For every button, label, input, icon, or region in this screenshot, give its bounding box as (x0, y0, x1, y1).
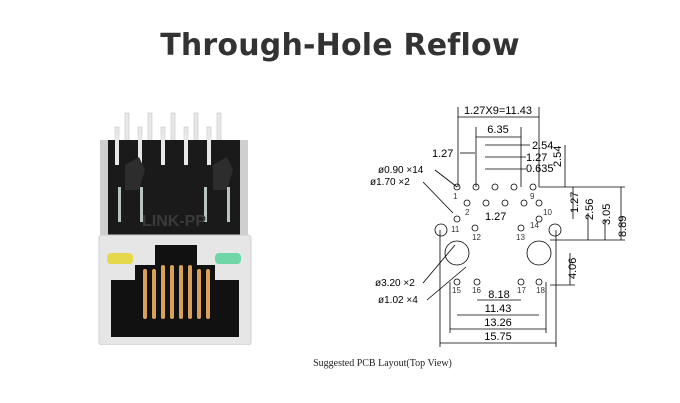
svg-text:4.06: 4.06 (567, 258, 579, 279)
svg-text:12: 12 (472, 233, 481, 242)
svg-text:1.27: 1.27 (485, 211, 506, 223)
svg-text:ø0.90 ×14: ø0.90 ×14 (378, 165, 424, 176)
rj45-jack-photo: LINK-PP (95, 105, 255, 346)
svg-text:9: 9 (530, 192, 535, 201)
diagram-caption: Suggested PCB Layout(Top View) (313, 358, 452, 369)
svg-text:1: 1 (453, 192, 458, 201)
svg-text:15.75: 15.75 (484, 331, 512, 343)
svg-text:10: 10 (543, 208, 552, 217)
svg-text:11: 11 (451, 225, 460, 234)
page-title: Through-Hole Reflow (160, 28, 520, 63)
pcb-layout-diagram: 1.27X9=11.43 6.35 2.54 1.27 0.635 1.27 2… (340, 95, 680, 395)
svg-text:2.54: 2.54 (552, 146, 564, 167)
led-left (107, 253, 133, 264)
svg-text:8.89: 8.89 (617, 216, 629, 237)
svg-text:1.27: 1.27 (526, 152, 547, 164)
brand-watermark: LINK-PP (142, 213, 206, 230)
svg-text:6.35: 6.35 (487, 124, 508, 136)
svg-text:1.27: 1.27 (569, 192, 581, 213)
svg-text:14: 14 (530, 221, 539, 230)
svg-text:ø1.70 ×2: ø1.70 ×2 (370, 177, 410, 188)
svg-text:16: 16 (472, 286, 481, 295)
svg-text:17: 17 (517, 286, 526, 295)
svg-text:3.05: 3.05 (601, 204, 613, 225)
svg-text:2: 2 (465, 208, 470, 217)
svg-text:13.26: 13.26 (484, 317, 512, 329)
svg-text:0.635: 0.635 (526, 163, 554, 175)
svg-text:11.43: 11.43 (485, 303, 512, 315)
svg-text:18: 18 (536, 286, 545, 295)
led-right (215, 253, 241, 264)
svg-text:1.27: 1.27 (432, 148, 453, 160)
svg-text:2.56: 2.56 (584, 199, 596, 220)
svg-text:13: 13 (516, 233, 525, 242)
svg-text:ø1.02 ×4: ø1.02 ×4 (378, 295, 418, 306)
svg-text:8.18: 8.18 (488, 289, 509, 301)
svg-text:2.54: 2.54 (532, 140, 553, 152)
svg-text:15: 15 (452, 286, 461, 295)
svg-text:1.27X9=11.43: 1.27X9=11.43 (464, 105, 532, 117)
svg-text:ø3.20 ×2: ø3.20 ×2 (375, 278, 415, 289)
